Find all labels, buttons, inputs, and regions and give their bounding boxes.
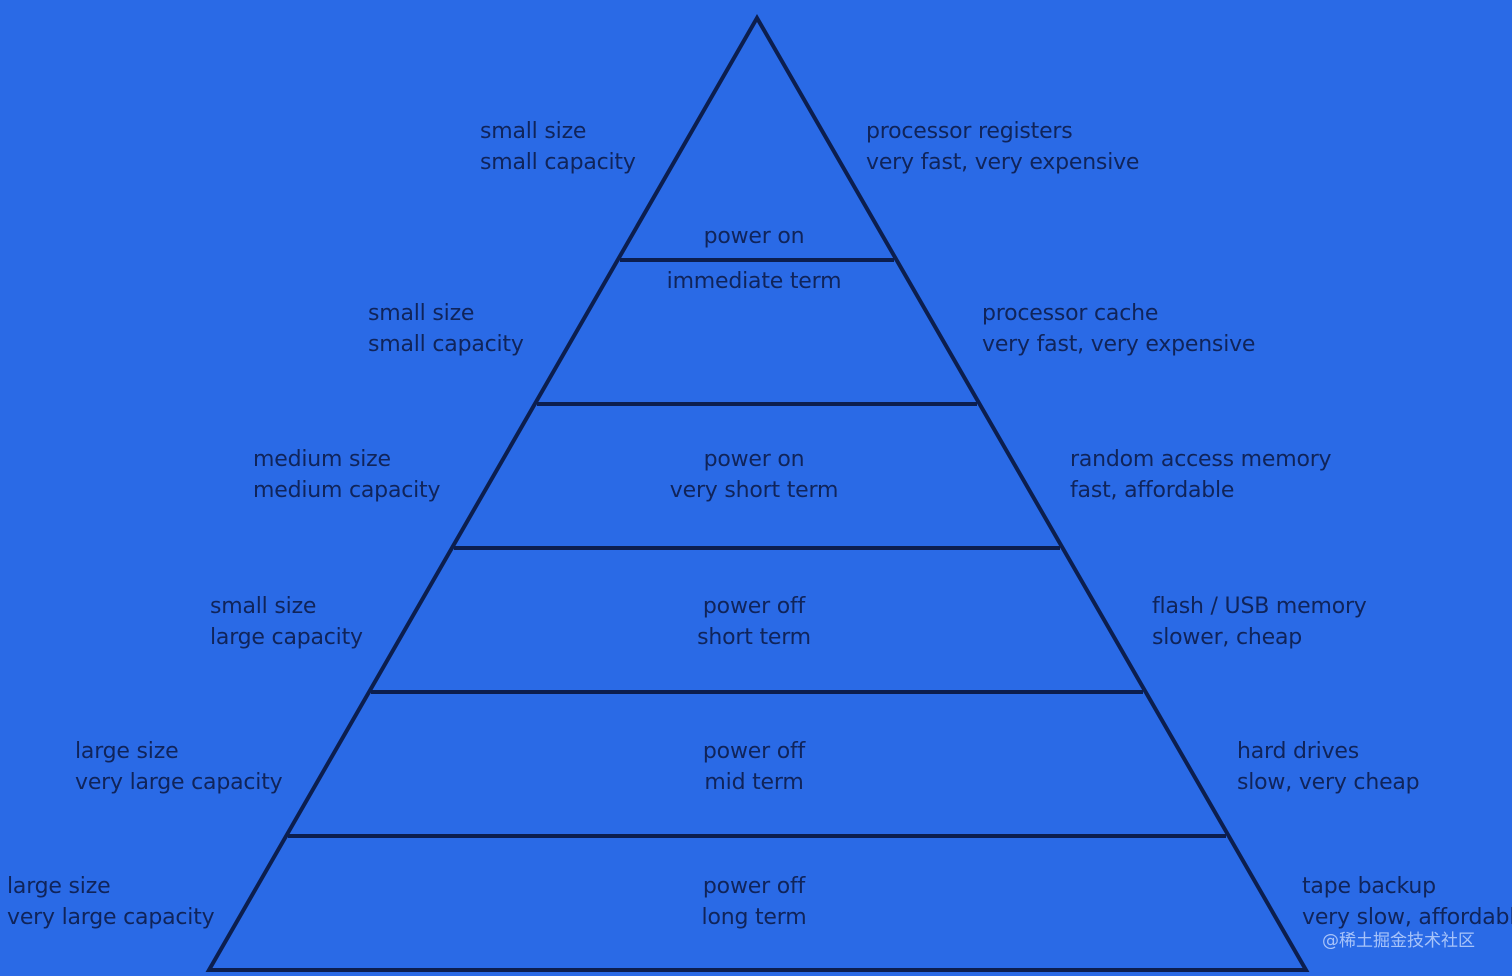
tier-2-size: small size: [368, 301, 475, 326]
tier-3-traits: fast, affordable: [1070, 478, 1235, 503]
tier-4-term: short term: [697, 625, 811, 650]
tier-1-power: power on: [703, 224, 805, 249]
tier-5-left-label: large size very large capacity: [75, 736, 283, 798]
tier-3-left-label: medium size medium capacity: [253, 444, 440, 506]
tier-4-capacity: large capacity: [210, 625, 363, 650]
tier-3-center-label: power on very short term: [604, 444, 904, 506]
tier-4-center-label: power off short term: [604, 591, 904, 653]
tier-6-term: long term: [701, 905, 807, 930]
tier-5-size: large size: [75, 739, 179, 764]
tier-3-device: random access memory: [1070, 447, 1332, 472]
tier-3-capacity: medium capacity: [253, 478, 441, 503]
tier-3-power: power on: [703, 447, 805, 472]
tier-4-traits: slower, cheap: [1152, 625, 1303, 650]
tier-6-center-label: power off long term: [604, 871, 904, 933]
tier-5-power: power off: [702, 739, 806, 764]
tier-1-capacity: small capacity: [480, 150, 636, 175]
tier-2-traits: very fast, very expensive: [982, 332, 1256, 357]
tier-6-right-label: tape backup very slow, affordable: [1302, 871, 1512, 933]
tier-3-size: medium size: [253, 447, 391, 472]
tier-2-right-label: processor cache very fast, very expensiv…: [982, 298, 1255, 360]
tier-4-left-label: small size large capacity: [210, 591, 363, 653]
tier-4-device: flash / USB memory: [1152, 594, 1367, 619]
tier-2-device: processor cache: [982, 301, 1159, 326]
tier-1-right-label: processor registers very fast, very expe…: [866, 116, 1139, 178]
tier-5-capacity: very large capacity: [75, 770, 283, 795]
tier-6-traits: very slow, affordable: [1302, 905, 1512, 930]
tier-3-term: very short term: [669, 478, 839, 503]
tier-4-size: small size: [210, 594, 317, 619]
tier-5-right-label: hard drives slow, very cheap: [1237, 736, 1420, 798]
pyramid-outline: [205, 13, 1310, 972]
tier-6-left-label: large size very large capacity: [7, 871, 215, 933]
tier-5-device: hard drives: [1237, 739, 1359, 764]
tier-6-power: power off: [702, 874, 806, 899]
tier-1-traits: very fast, very expensive: [866, 150, 1140, 175]
tier-4-right-label: flash / USB memory slower, cheap: [1152, 591, 1367, 653]
tier-5-traits: slow, very cheap: [1237, 770, 1420, 795]
watermark: @稀土掘金技术社区: [1322, 931, 1475, 951]
tier-2-capacity: small capacity: [368, 332, 524, 357]
tier-1-device: processor registers: [866, 119, 1073, 144]
tier-6-device: tape backup: [1302, 874, 1436, 899]
tier-6-capacity: very large capacity: [7, 905, 215, 930]
tier-1-term: immediate term: [666, 269, 842, 294]
tier-4-power: power off: [702, 594, 806, 619]
tier-5-term: mid term: [704, 770, 804, 795]
tier-6-size: large size: [7, 874, 111, 899]
tier-3-right-label: random access memory fast, affordable: [1070, 444, 1332, 506]
tier-1-size: small size: [480, 119, 587, 144]
tier-1-left-label: small size small capacity: [480, 116, 636, 178]
tier-2-left-label: small size small capacity: [368, 298, 524, 360]
tier-5-center-label: power off mid term: [604, 736, 904, 798]
